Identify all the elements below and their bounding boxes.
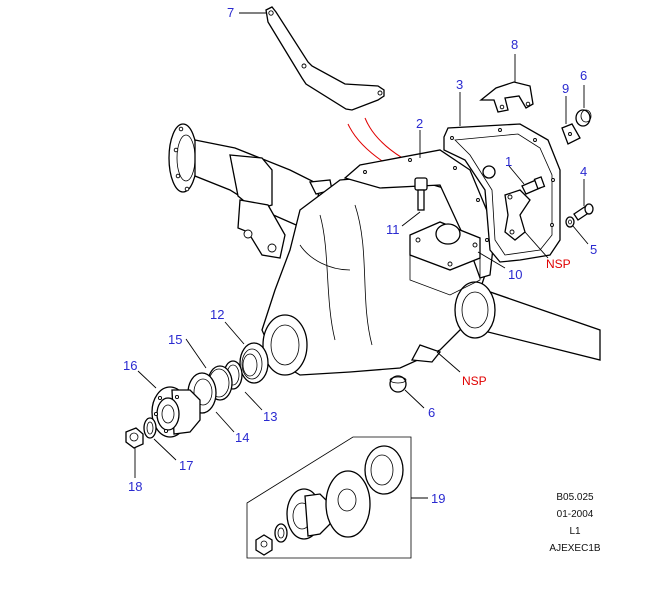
callout-15[interactable]: 15 [168, 332, 183, 347]
cap-part-10 [409, 221, 481, 296]
callout-10[interactable]: 10 [508, 267, 523, 282]
callout-19[interactable]: 19 [431, 491, 446, 506]
nsp-label-housing: NSP [462, 374, 487, 388]
callout-8[interactable]: 8 [511, 37, 519, 52]
washer-part-17 [143, 417, 157, 439]
bracket-part-8 [479, 81, 534, 113]
plug-part-6-bottom [389, 375, 407, 393]
reference-code: B05.025 [556, 492, 594, 503]
callout-12[interactable]: 12 [210, 307, 225, 322]
flange-part-16 [151, 386, 201, 438]
callout-16[interactable]: 16 [123, 358, 138, 373]
callout-17[interactable]: 17 [179, 458, 194, 473]
bolt-part-1 [521, 176, 546, 195]
callout-6-bottom[interactable]: 6 [428, 405, 436, 420]
callout-9[interactable]: 9 [562, 81, 570, 96]
kit-box-part-19 [246, 436, 412, 559]
callout-2[interactable]: 2 [416, 116, 424, 131]
bearing-part-12 [239, 342, 269, 384]
reference-date: 01-2004 [556, 509, 594, 520]
reference-id: AJEXEC1B [549, 543, 601, 554]
callout-4[interactable]: 4 [580, 164, 588, 179]
callout-11[interactable]: 11 [386, 222, 400, 237]
callout-5[interactable]: 5 [590, 242, 598, 257]
bolt-part-4 [573, 203, 594, 221]
nut-part-18 [125, 427, 144, 449]
cover-part-3 [443, 123, 561, 263]
plate-part-9 [561, 123, 581, 145]
callout-18[interactable]: 18 [128, 479, 143, 494]
nsp-label-cover: NSP [546, 257, 571, 271]
callout-3[interactable]: 3 [456, 77, 464, 92]
callout-14[interactable]: 14 [235, 430, 250, 445]
callout-7[interactable]: 7 [227, 5, 235, 20]
bolt-part-11 [414, 177, 428, 211]
plug-part-6-top [575, 109, 592, 127]
callout-13[interactable]: 13 [263, 409, 278, 424]
bracket-part-7 [265, 6, 385, 111]
reference-level: L1 [569, 526, 581, 537]
washer-part-5 [565, 216, 575, 228]
callout-1[interactable]: 1 [505, 154, 513, 169]
axle-housing-right [454, 281, 601, 361]
callout-6-top[interactable]: 6 [580, 68, 588, 83]
